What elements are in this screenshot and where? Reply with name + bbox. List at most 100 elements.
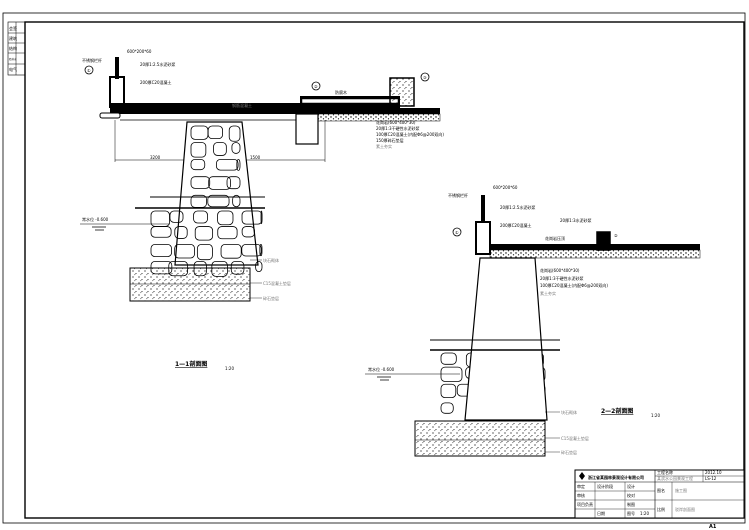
- scale-label: 比例: [657, 506, 665, 512]
- rubble-stone: [440, 402, 454, 414]
- strip-label: 会签: [9, 25, 17, 31]
- rubble-stone: [217, 226, 238, 240]
- rubble-stone: [169, 210, 184, 223]
- phase-label: 设计阶段: [597, 483, 613, 489]
- strip-label: 电气: [9, 66, 17, 72]
- rubble-stone: [150, 261, 173, 275]
- s2-callout: 花岗岩压顶: [545, 235, 565, 241]
- rubble-stone: [260, 210, 263, 225]
- s1-callout: 150厚碎石垫层: [376, 137, 404, 143]
- rubble-stone: [193, 210, 208, 224]
- rubble-stone: [259, 243, 263, 257]
- rubble-stone: [150, 226, 172, 238]
- rubble-stone: [228, 125, 241, 142]
- rubble-stone: [230, 261, 245, 275]
- rubble-stone: [194, 226, 214, 241]
- rubble-stone: [241, 243, 262, 257]
- s1-callout: 100厚C20混凝土(内配Φ6@200双向): [376, 131, 444, 137]
- s2-callout: 不锈钢栏杆: [448, 192, 468, 198]
- rubble-stone: [190, 142, 207, 158]
- s1-callout: 钢筋混凝土: [232, 102, 252, 108]
- rubble-stone: [207, 194, 230, 208]
- s1-callout: C15混凝土垫层: [263, 280, 291, 286]
- tb-row: 校对: [627, 492, 635, 498]
- s1-marker: ②: [314, 84, 318, 89]
- s2-callout: 20厚1:3干硬性水泥砂浆: [540, 275, 584, 281]
- rubble-stone: [220, 243, 242, 259]
- s1-callout: 防腐木: [335, 89, 347, 95]
- section-1-drawing: [80, 57, 441, 302]
- rubble-stone: [215, 158, 239, 171]
- s1-callout: 20厚1:2.5水泥砂浆: [140, 61, 175, 67]
- s1-water-level: 常水位 -0.600: [82, 216, 109, 222]
- s2-callout: 200厚C20混凝土: [500, 222, 532, 228]
- tb-scale: 1:20: [640, 511, 649, 516]
- rubble-stone: [168, 261, 189, 277]
- tb-row: 审定: [577, 483, 585, 489]
- rubble-stone: [213, 142, 227, 156]
- s1-callout: 600*200*60: [127, 49, 152, 54]
- s2-marker: ①: [455, 230, 459, 235]
- rubble-stone: [207, 125, 223, 140]
- s2-callout: 600*200*60: [493, 185, 518, 190]
- inner-frame: [24, 21, 745, 519]
- s2-callout: 20厚1:3水泥砂浆: [560, 217, 592, 223]
- s2-title: 2—2剖面图: [601, 407, 633, 415]
- s2-callout: 20厚1:2.5水泥砂浆: [500, 204, 535, 210]
- rubble-stone: [232, 194, 241, 208]
- rubble-stone: [196, 243, 213, 261]
- title-block: [574, 469, 745, 519]
- section-2-drawing: [365, 195, 701, 457]
- s1-marker: ③: [423, 75, 427, 80]
- company-name: 浙江省某园林景观设计有限公司: [588, 474, 644, 480]
- strip-label: 给排水: [9, 57, 17, 61]
- s2-callout: 块石砌体: [561, 409, 577, 415]
- s2-callout: 碎石垫层: [561, 449, 577, 455]
- s1-dimension: 3200: [150, 155, 161, 160]
- s1-callout: 碎石垫层: [263, 295, 279, 301]
- rubble-stone: [255, 261, 263, 273]
- drawing-label: 图名: [657, 487, 665, 493]
- drawing-number: LS-12: [705, 476, 717, 481]
- strip-label: 结构: [9, 45, 17, 51]
- company-logo-icon: [579, 472, 585, 480]
- s1-callout: 块石砌体: [263, 257, 279, 263]
- rubble-stone: [193, 261, 207, 277]
- rubble-stone: [236, 158, 241, 171]
- strip-label: 建筑: [9, 35, 17, 41]
- s2-water-level: 常水位 -0.600: [368, 366, 395, 372]
- no-label: 图号: [627, 510, 635, 516]
- rubble-stone: [211, 261, 228, 277]
- s1-callout: 素土夯实: [376, 143, 392, 149]
- rubble-stone: [217, 210, 234, 226]
- s2-callout: 素土夯实: [540, 290, 556, 296]
- tb-row: 项目负责: [577, 501, 593, 507]
- sheet-size-label: A1: [709, 524, 717, 530]
- s2-marker: ②: [614, 233, 618, 238]
- rubble-stone: [226, 176, 241, 190]
- left-strip-labels: 会签 建筑 结构 给排水 电气: [9, 25, 17, 72]
- s2-callout: 花岗岩(600*400*30): [540, 267, 580, 273]
- rubble-stone: [190, 194, 207, 208]
- rubble-stone: [231, 142, 241, 154]
- s2-callout: 100厚C20混凝土(内配Φ6@200双向): [540, 282, 608, 288]
- project-name: 某滨水公园景观工程: [657, 475, 693, 481]
- project-label: 工程名称: [657, 469, 673, 475]
- rubble-stone: [174, 243, 195, 259]
- rubble-stone: [208, 176, 231, 190]
- tb-row: 审核: [577, 492, 585, 498]
- rubble-stone: [174, 226, 188, 239]
- s2-callout: C15混凝土垫层: [561, 435, 589, 441]
- rubble-stone: [150, 243, 172, 258]
- s1-marker: ①: [87, 68, 91, 73]
- tb-row: 设计: [627, 483, 635, 489]
- left-signature-strip: [7, 21, 26, 76]
- s1-callout: 不锈钢栏杆: [82, 57, 102, 63]
- s1-callout: 20厚1:3干硬性水泥砂浆: [376, 125, 420, 131]
- s1-scale: 1:20: [225, 366, 234, 371]
- rubble-stone: [190, 176, 211, 189]
- phase: 施工图: [675, 487, 687, 493]
- s1-callout: 200厚C20混凝土: [140, 79, 172, 85]
- rubble-stone: [440, 352, 457, 365]
- rubble-stone: [241, 226, 255, 238]
